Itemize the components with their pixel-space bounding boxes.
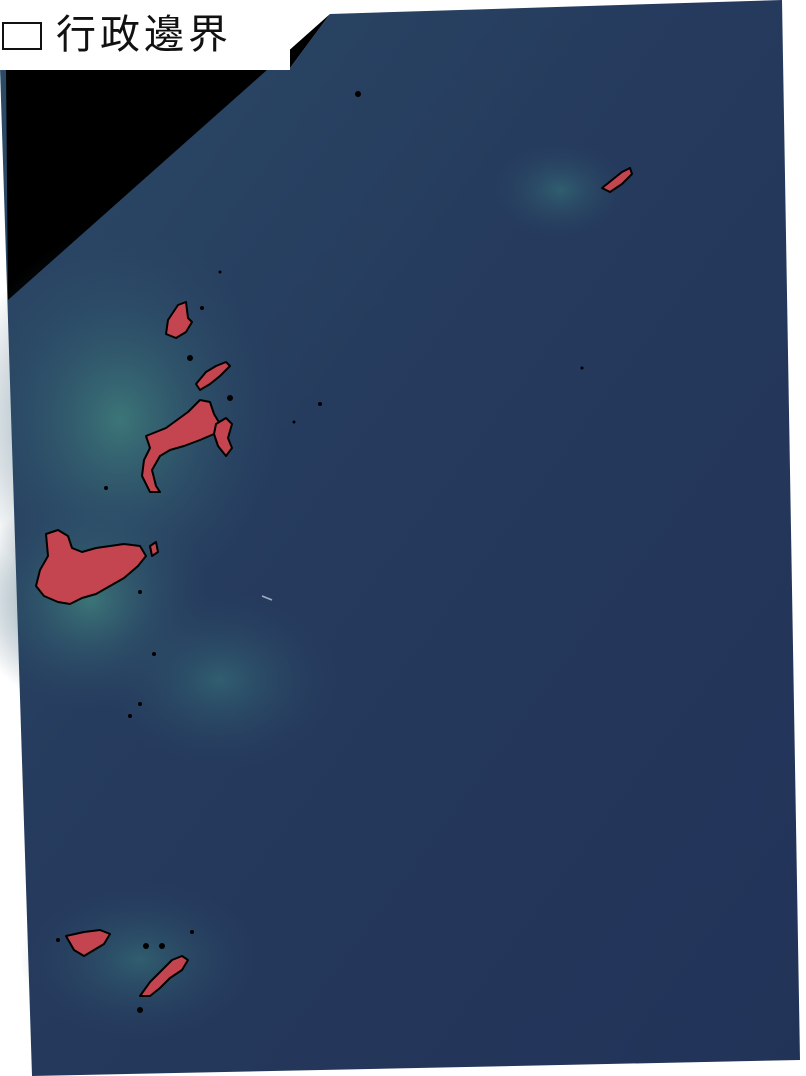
island [601, 167, 633, 193]
island [165, 301, 193, 339]
island [65, 929, 111, 957]
island [213, 417, 233, 457]
island [35, 529, 147, 605]
islets [56, 91, 584, 1013]
shallow-water [490, 140, 630, 240]
island [139, 955, 189, 997]
map-legend: 行政邊界 [0, 0, 290, 70]
shallow-water [100, 590, 340, 770]
nodata-region [6, 14, 330, 300]
legend-label: 行政邊界 [56, 12, 232, 58]
islands [35, 167, 633, 997]
island [141, 399, 221, 493]
shallow-water [20, 880, 260, 1040]
island [149, 541, 159, 557]
island [195, 361, 231, 391]
legend-swatch [2, 22, 42, 50]
